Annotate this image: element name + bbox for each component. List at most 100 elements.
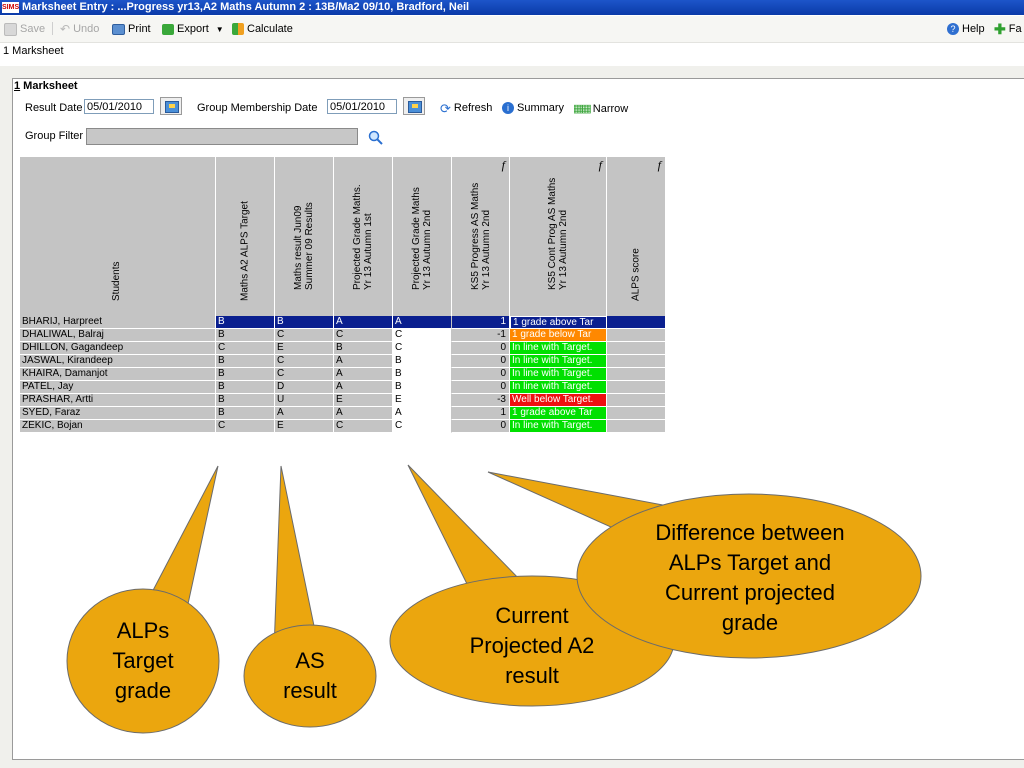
help-button[interactable]: ? Help — [947, 22, 985, 36]
ks5-progress-cell[interactable]: 0 — [452, 355, 510, 368]
summary-button[interactable]: i Summary — [502, 102, 564, 114]
as-result-cell[interactable]: C — [275, 368, 334, 381]
alps-target-cell[interactable]: B — [216, 316, 275, 329]
alps-score-cell[interactable] — [607, 355, 666, 368]
as-result-cell[interactable]: C — [275, 329, 334, 342]
column-header-as-result[interactable]: Maths result Jun09 Summer 09 Results — [275, 157, 334, 316]
ks5-progress-cell[interactable]: 0 — [452, 368, 510, 381]
projected-autumn-2-cell[interactable]: B — [393, 368, 452, 381]
projected-autumn-1-cell[interactable]: B — [334, 342, 393, 355]
ks5-cont-prog-cell[interactable]: In line with Target. — [510, 355, 607, 368]
calendar-icon[interactable] — [403, 97, 425, 115]
ks5-cont-prog-cell[interactable]: In line with Target. — [510, 381, 607, 394]
ks5-progress-cell[interactable]: 0 — [452, 381, 510, 394]
as-result-cell[interactable]: A — [275, 407, 334, 420]
alps-score-cell[interactable] — [607, 316, 666, 329]
as-result-cell[interactable]: B — [275, 316, 334, 329]
column-header-alps-target[interactable]: Maths A2 ALPS Target — [216, 157, 275, 316]
projected-autumn-2-cell[interactable]: A — [393, 407, 452, 420]
alps-target-cell[interactable]: B — [216, 368, 275, 381]
projected-autumn-2-cell[interactable]: C — [393, 342, 452, 355]
column-header-ks5-progress[interactable]: f KS5 Progress AS Maths Yr 13 Autumn 2nd — [452, 157, 510, 316]
projected-autumn-1-cell[interactable]: A — [334, 316, 393, 329]
as-result-cell[interactable]: E — [275, 342, 334, 355]
alps-target-cell[interactable]: B — [216, 355, 275, 368]
ks5-progress-cell[interactable]: 1 — [452, 407, 510, 420]
as-result-cell[interactable]: C — [275, 355, 334, 368]
group-filter-input[interactable] — [86, 128, 358, 145]
result-date-input[interactable]: 05/01/2010 — [84, 99, 154, 114]
projected-autumn-1-cell[interactable]: A — [334, 381, 393, 394]
ks5-cont-prog-cell[interactable]: 1 grade below Tar — [510, 329, 607, 342]
print-button[interactable]: Print — [112, 22, 151, 36]
alps-target-cell[interactable]: C — [216, 342, 275, 355]
projected-autumn-2-cell[interactable]: C — [393, 329, 452, 342]
student-name-cell[interactable]: KHAIRA, Damanjot — [20, 368, 216, 381]
projected-autumn-2-cell[interactable]: B — [393, 381, 452, 394]
ks5-cont-prog-cell[interactable]: 1 grade above Tar — [510, 407, 607, 420]
as-result-cell[interactable]: D — [275, 381, 334, 394]
ks5-cont-prog-cell[interactable]: Well below Target. — [510, 394, 607, 407]
column-header-alps-score[interactable]: f ALPS score — [607, 157, 666, 316]
as-result-cell[interactable]: E — [275, 420, 334, 433]
save-button[interactable]: Save — [4, 22, 45, 36]
alps-score-cell[interactable] — [607, 394, 666, 407]
ks5-progress-cell[interactable]: 1 — [452, 316, 510, 329]
alps-score-cell[interactable] — [607, 381, 666, 394]
ks5-cont-prog-cell[interactable]: In line with Target. — [510, 420, 607, 433]
ks5-progress-cell[interactable]: -3 — [452, 394, 510, 407]
alps-score-cell[interactable] — [607, 407, 666, 420]
refresh-button[interactable]: ⟳ Refresh — [440, 100, 493, 116]
projected-autumn-2-cell[interactable]: B — [393, 355, 452, 368]
projected-autumn-1-cell[interactable]: A — [334, 407, 393, 420]
ks5-cont-prog-cell[interactable]: In line with Target. — [510, 368, 607, 381]
group-membership-date-input[interactable]: 05/01/2010 — [327, 99, 397, 114]
column-header-students[interactable]: Students — [20, 157, 216, 316]
export-button[interactable]: Export ▼ — [162, 22, 224, 36]
alps-score-cell[interactable] — [607, 420, 666, 433]
ks5-progress-cell[interactable]: 0 — [452, 420, 510, 433]
ks5-cont-prog-cell[interactable]: In line with Target. — [510, 342, 607, 355]
column-header-ks5-cont-prog[interactable]: f KS5 Cont Prog AS Maths Yr 13 Autumn 2n… — [510, 157, 607, 316]
student-name-cell[interactable]: SYED, Faraz — [20, 407, 216, 420]
narrow-button[interactable]: ▦▦ Narrow — [573, 102, 629, 116]
projected-autumn-2-cell[interactable]: A — [393, 316, 452, 329]
student-name-cell[interactable]: JASWAL, Kirandeep — [20, 355, 216, 368]
student-name-cell[interactable]: ZEKIC, Bojan — [20, 420, 216, 433]
favourites-button[interactable]: ✚ Fa — [994, 21, 1022, 37]
ks5-cont-prog-cell[interactable]: 1 grade above Tar — [510, 316, 607, 329]
ks5-progress-cell[interactable]: 0 — [452, 342, 510, 355]
alps-score-cell[interactable] — [607, 329, 666, 342]
alps-score-cell[interactable] — [607, 342, 666, 355]
student-name-cell[interactable]: BHARIJ, Harpreet — [20, 316, 216, 329]
alps-score-cell[interactable] — [607, 368, 666, 381]
search-icon[interactable] — [368, 130, 384, 149]
projected-autumn-1-cell[interactable]: C — [334, 329, 393, 342]
student-name-cell[interactable]: PATEL, Jay — [20, 381, 216, 394]
student-name-cell[interactable]: PRASHAR, Artti — [20, 394, 216, 407]
calculate-button[interactable]: Calculate — [232, 22, 293, 36]
column-header-projected-autumn-1[interactable]: Projected Grade Maths. Yr 13 Autumn 1st — [334, 157, 393, 316]
as-result-cell[interactable]: U — [275, 394, 334, 407]
alps-target-cell[interactable]: B — [216, 381, 275, 394]
undo-button[interactable]: ↶ Undo — [60, 22, 100, 36]
ks5-progress-cell[interactable]: -1 — [452, 329, 510, 342]
projected-autumn-2-cell[interactable]: C — [393, 420, 452, 433]
calendar-icon[interactable] — [160, 97, 182, 115]
alps-target-cell[interactable]: B — [216, 407, 275, 420]
projected-autumn-2-cell[interactable]: E — [393, 394, 452, 407]
alps-target-cell[interactable]: B — [216, 394, 275, 407]
student-name-cell[interactable]: DHALIWAL, Balraj — [20, 329, 216, 342]
alps-target-cell[interactable]: C — [216, 420, 275, 433]
column-header-projected-autumn-2[interactable]: Projected Grade Maths Yr 13 Autumn 2nd — [393, 157, 452, 316]
projected-autumn-1-cell[interactable]: A — [334, 355, 393, 368]
